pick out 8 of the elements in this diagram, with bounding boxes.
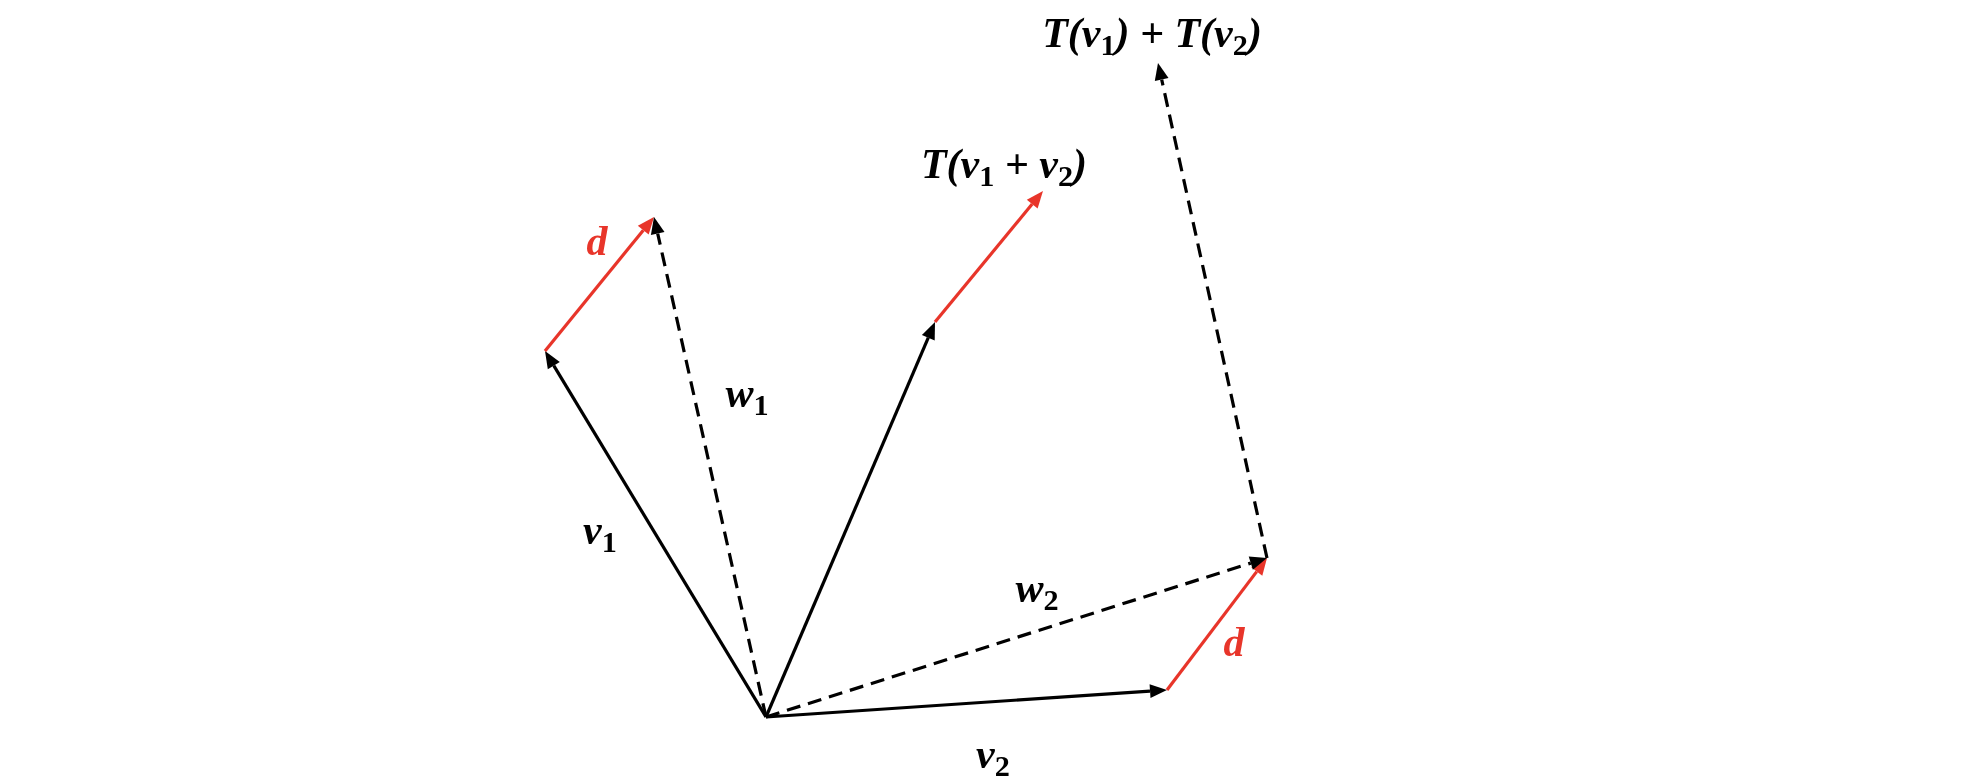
vector-label: v$_{2}$ — [976, 733, 1010, 775]
vector-label: w$_{1}$ — [725, 372, 769, 414]
vector-label: d — [1223, 621, 1245, 663]
vector-label: T(v$_{1}$ + v$_{2}$) — [920, 143, 1088, 185]
vector-label: T(v$_{1}$) + T(v$_{2}$) — [1042, 12, 1262, 54]
vector-label: v$_{1}$ — [583, 509, 617, 551]
vector-label: d — [586, 220, 608, 262]
vector-label: w$_{2}$ — [1015, 567, 1059, 609]
